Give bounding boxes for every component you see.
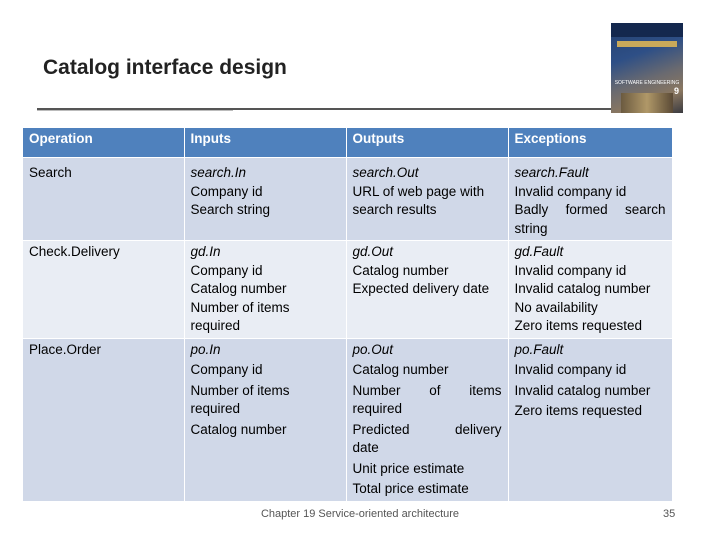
header-operation: Operation <box>23 128 185 158</box>
book-cover-image: SOFTWARE ENGINEERING 9 <box>611 23 683 113</box>
interface-table: Operation Inputs Outputs Exceptions Sear… <box>23 128 673 501</box>
operation-cell: Place.Order <box>23 337 185 501</box>
outputs-cell: gd.Out Catalog number Expected delivery … <box>346 240 509 338</box>
outputs-cell: search.Out URL of web page with search r… <box>346 157 509 241</box>
exceptions-cell: po.Fault Invalid company id Invalid cata… <box>508 337 673 501</box>
cover-title: SOFTWARE ENGINEERING <box>614 80 680 86</box>
title-rule <box>37 108 612 110</box>
page-number: 35 <box>663 508 676 520</box>
inputs-cell: po.In Company id Number of items require… <box>184 337 347 501</box>
operation-cell: Search <box>23 157 185 241</box>
table-header-row: Operation Inputs Outputs Exceptions <box>23 128 673 158</box>
table-row: Search search.In Company id Search strin… <box>23 157 673 241</box>
slide-title: Catalog interface design <box>43 56 287 79</box>
cover-building <box>621 93 673 113</box>
inputs-cell: gd.In Company id Catalog number Number o… <box>184 240 347 338</box>
header-exceptions: Exceptions <box>508 128 673 158</box>
table-row: Check.Delivery gd.In Company id Catalog … <box>23 240 673 338</box>
exceptions-cell: search.Fault Invalid company id Badly fo… <box>508 157 673 241</box>
header-inputs: Inputs <box>184 128 347 158</box>
cover-gold-band <box>617 41 677 47</box>
header-outputs: Outputs <box>346 128 509 158</box>
operation-cell: Check.Delivery <box>23 240 185 338</box>
table-row: Place.Order po.In Company id Number of i… <box>23 337 673 501</box>
title-rule-shadow <box>37 110 233 111</box>
cover-top-band <box>611 23 683 37</box>
slide-footer: Chapter 19 Service-oriented architecture <box>260 508 460 520</box>
cover-edition: 9 <box>673 86 679 96</box>
inputs-cell: search.In Company id Search string <box>184 157 347 241</box>
exceptions-cell: gd.Fault Invalid company id Invalid cata… <box>508 240 673 338</box>
outputs-cell: po.Out Catalog number Number of items re… <box>346 337 509 501</box>
